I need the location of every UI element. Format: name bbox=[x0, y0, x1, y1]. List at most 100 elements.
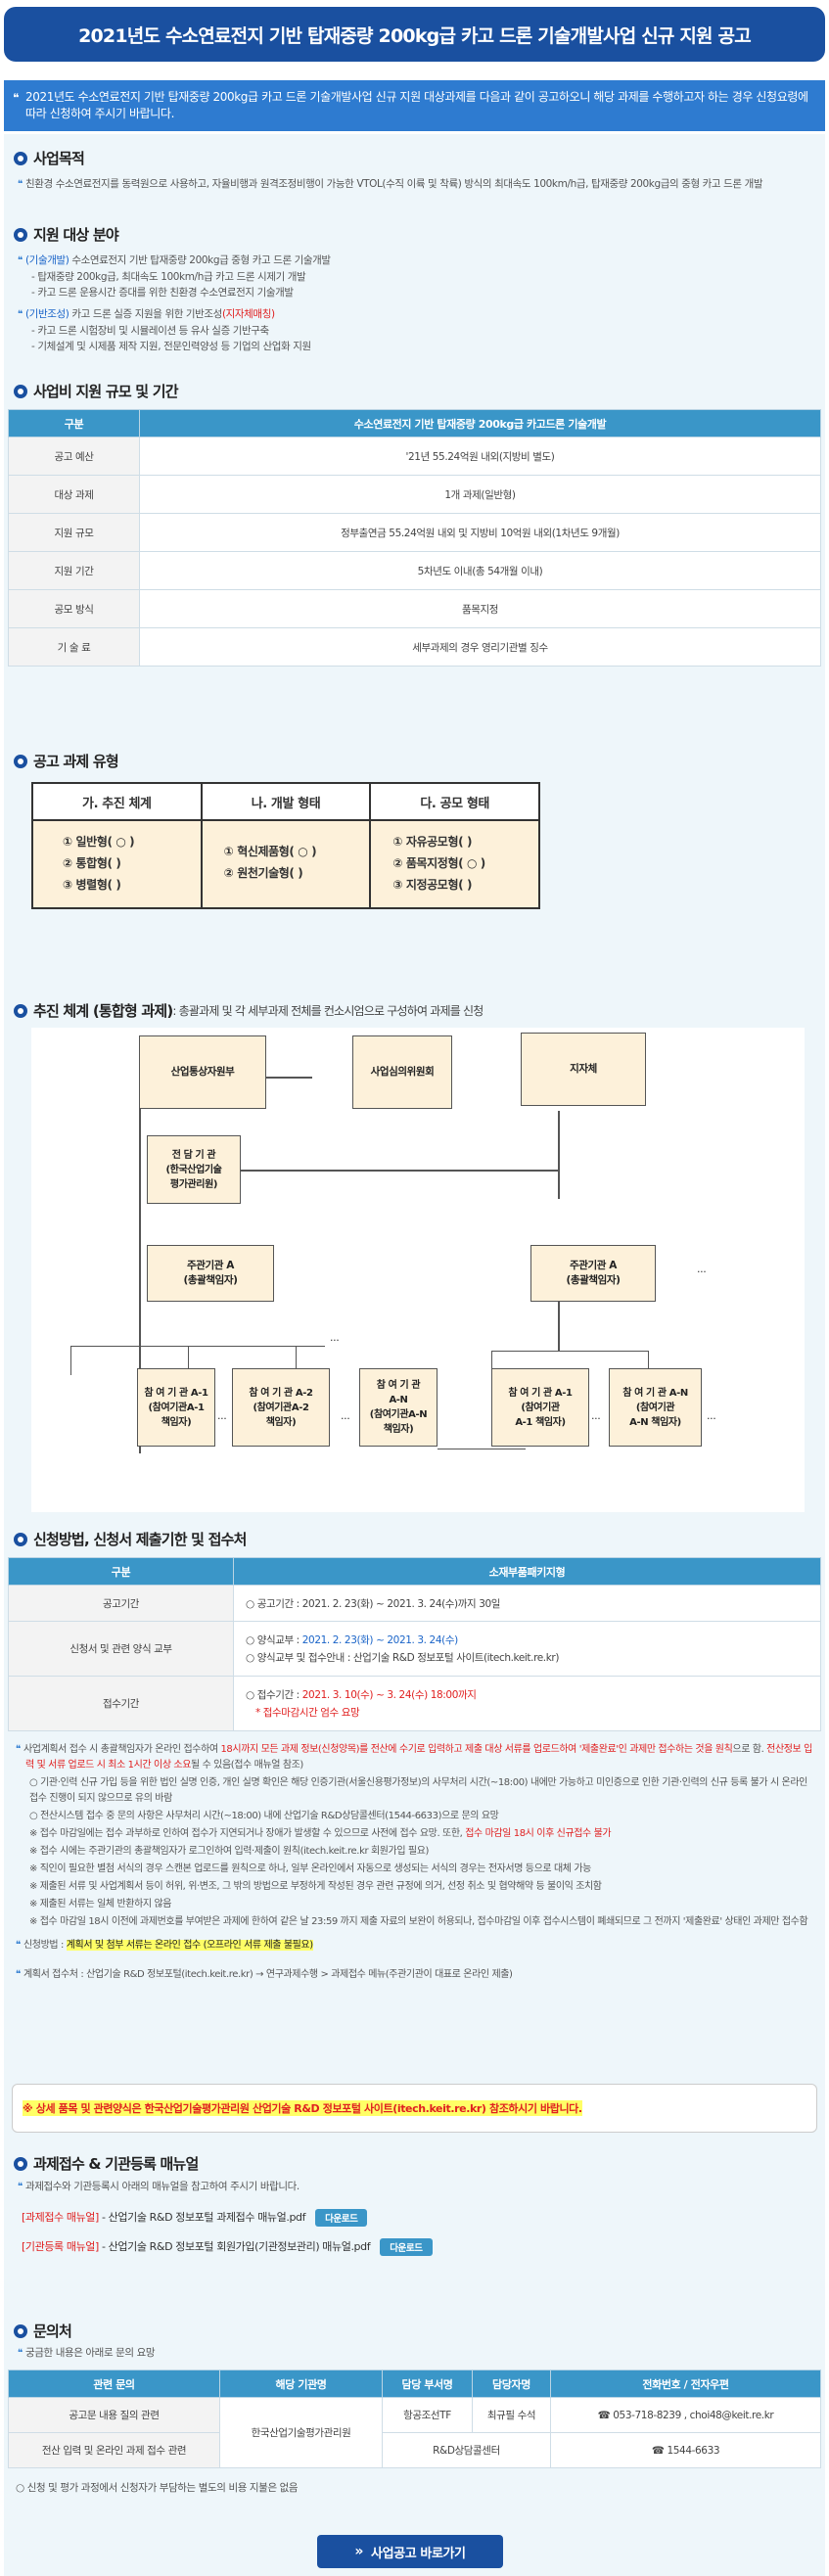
table-header-cell: 소재부품패키지형 bbox=[233, 1557, 821, 1586]
types-col-header: 가. 추진 체계 bbox=[33, 784, 201, 821]
type-option: ① 혁신제품형( ○ ) bbox=[223, 845, 317, 858]
org-chart: 산업통상자원부 사업심의위원회 지자체 전 담 기 관 (한국산업기술 평가관리… bbox=[31, 1028, 805, 1512]
connector bbox=[188, 1346, 189, 1375]
box-text: 참 여 기 관 A-1 (참여기관A-1 책임자) bbox=[144, 1387, 208, 1428]
org-part-an-2: 참 여 기 관 A-N (참여기관 A-N 책임자) bbox=[609, 1368, 702, 1447]
section-purpose: 사업목적 ❝친환경 수소연료전지를 동력원으로 사용하고, 자율비행과 원격조정… bbox=[12, 148, 817, 193]
manual-item-2: [기관등록 매뉴얼] - 산업기술 R&D 정보포털 회원가입(기관정보관리) … bbox=[12, 2238, 817, 2256]
table-cell: ○ 공고기간 : 2021. 2. 23(화) ~ 2021. 3. 24(수)… bbox=[233, 1585, 821, 1622]
target-a2: - 카고 드론 운용시간 증대를 위한 친환경 수소연료전지 기술개발 bbox=[31, 287, 294, 299]
table-row: 신청서 및 관련 양식 교부○ 양식교부 : 2021. 2. 23(화) ~ … bbox=[8, 1621, 821, 1677]
table-cell: 5차년도 이내(총 54개월 이내) bbox=[139, 551, 821, 590]
type-option: ② 원천기술형( ) bbox=[223, 866, 303, 880]
connector bbox=[139, 1219, 141, 1453]
ellipsis: ... bbox=[217, 1409, 227, 1422]
manual-text-value: 과제접수와 기관등록시 아래의 매뉴얼을 참고하여 주시기 바랍니다. bbox=[24, 2181, 299, 2192]
note-line: ※ 직인이 필요한 별첨 서식의 경우 스캔본 업로드를 원칙으로 하나, 일부… bbox=[29, 1863, 591, 1874]
download-button[interactable]: 다운로드 bbox=[315, 2209, 368, 2227]
target-b-tag: (기반조성) bbox=[24, 308, 69, 320]
connector bbox=[139, 1091, 141, 1219]
types-col-2: 나. 개발 형태 ① 혁신제품형( ○ )② 원천기술형( ) bbox=[202, 784, 372, 907]
circle-bullet-icon bbox=[14, 384, 27, 398]
target-b2: - 기체설계 및 시제품 제작 지원, 전문인력양성 등 기업의 산업화 지원 bbox=[31, 341, 311, 352]
connector bbox=[491, 1351, 648, 1352]
button-label: 사업공고 바로가기 bbox=[371, 2546, 466, 2561]
section-manual: 과제접수 & 기관등록 매뉴얼 ❝과제접수와 기관등록시 아래의 매뉴얼을 참고… bbox=[12, 2153, 817, 2256]
table-cell: 지원 기간 bbox=[8, 551, 140, 590]
connector bbox=[296, 1346, 297, 1375]
org-lead-a-2: 주관기관 A (총괄책임자) bbox=[530, 1245, 656, 1302]
manual-file: - 산업기술 R&D 정보포털 과제접수 매뉴얼.pdf bbox=[98, 2211, 306, 2224]
table-cell: 항공조선TF bbox=[382, 2397, 473, 2433]
note-text: 계획서 및 첨부 서류는 온라인 접수 (오프라인 서류 제출 불필요) bbox=[66, 1940, 313, 1951]
section-target: 지원 대상 분야 ❝(기술개발) 수소연료전지 기반 탑재중량 200kg급 중… bbox=[12, 224, 817, 354]
quote-icon: ❝ bbox=[18, 309, 23, 320]
ellipsis: ... bbox=[341, 1409, 350, 1422]
heading-text: 공고 과제 유형 bbox=[33, 753, 119, 770]
structure-desc: : 총괄과제 및 각 세부과제 전체를 컨소시엄으로 구성하여 과제를 신청 bbox=[172, 1004, 484, 1018]
box-text: 참 여 기 관 A-2 (참여기관A-2 책임자) bbox=[249, 1387, 313, 1428]
box-text: 전 담 기 관 (한국산업기술 평가관리원) bbox=[165, 1149, 222, 1190]
heading-text: 지원 대상 분야 bbox=[33, 226, 119, 244]
box-text: 참 여 기 관 A-N (참여기관A-N 책임자) bbox=[369, 1380, 428, 1435]
table-header-cell: 수소연료전지 기반 탑재중량 200kg급 카고드론 기술개발 bbox=[139, 409, 821, 437]
type-option: ③ 병렬형( ) bbox=[63, 878, 121, 892]
heading-text: 신청방법, 신청서 제출기한 및 접수처 bbox=[33, 1531, 247, 1548]
table-cell: 공고 예산 bbox=[8, 437, 140, 476]
table-row: 접수기간○ 접수기간 : 2021. 3. 10(수) ~ 3. 24(수) 1… bbox=[8, 1676, 821, 1731]
note-line: ※ 제출된 서류는 일체 반환하지 않음 bbox=[29, 1899, 172, 1909]
table-row: 공고기간○ 공고기간 : 2021. 2. 23(화) ~ 2021. 3. 2… bbox=[8, 1585, 821, 1622]
table-cell: 지원 규모 bbox=[8, 513, 140, 552]
note-text: 으로 함. bbox=[732, 1744, 767, 1755]
table-cell: R&D상담콜센터 bbox=[382, 2432, 551, 2468]
box-text: 참 여 기 관 A-N (참여기관 A-N 책임자) bbox=[622, 1387, 688, 1428]
section-types: 공고 과제 유형 가. 추진 체계 ① 일반형( ○ )② 통합형( )③ 병렬… bbox=[12, 751, 817, 909]
org-ministry: 산업통상자원부 bbox=[139, 1035, 266, 1109]
note-text: 전산정보 입력 및 서류 업로드 시 최소 1시간 이상 소요 bbox=[25, 1744, 812, 1771]
note-line: ❝신청방법 : 계획서 및 첨부 서류는 온라인 접수 (오프라인 서류 제출 … bbox=[16, 1938, 815, 1954]
page-title-text: 2021년도 수소연료전지 기반 탑재중량 200kg급 카고 드론 기술개발사… bbox=[78, 24, 752, 47]
notes-block: ❝사업계획서 접수 시 총괄책임자가 온라인 접수하여 18시까지 모든 과제 … bbox=[16, 1742, 815, 1983]
circle-bullet-icon bbox=[14, 2156, 27, 2171]
table-cell: 기 술 료 bbox=[8, 627, 140, 667]
contact-footnote: ○ 신청 및 평가 과정에서 신청자가 부담하는 별도의 비용 지불은 없음 bbox=[16, 2482, 299, 2494]
note-line: ※ 제출된 서류 및 사업계획서 등이 허위, 위·변조, 그 밖의 방법으로 … bbox=[29, 1881, 602, 1892]
table-cell: 한국산업기술평가관리원 bbox=[219, 2397, 383, 2468]
note-text: ※ 접수 마감일에는 접수 과부하로 인하여 접수가 지연되거나 장애가 발생할… bbox=[29, 1828, 466, 1839]
types-col-1: 가. 추진 체계 ① 일반형( ○ )② 통합형( )③ 병렬형( ) bbox=[33, 784, 203, 907]
table-cell: 최규필 수석 bbox=[472, 2397, 551, 2433]
type-option: ① 자유공모형( ) bbox=[392, 835, 473, 849]
note-line: ○ 기관·인력 신규 가입 등을 위한 법인 실명 인증, 개인 실명 확인은 … bbox=[29, 1777, 807, 1804]
org-part-a1-2: 참 여 기 관 A-1 (참여기관 A-1 책임자) bbox=[491, 1368, 589, 1447]
org-part-a1: 참 여 기 관 A-1 (참여기관A-1 책임자) bbox=[137, 1368, 215, 1447]
target-b1: - 카고 드론 시험장비 및 시뮬레이션 등 유사 실증 기반구축 bbox=[31, 325, 269, 337]
note-text: 될 수 있음(접수 매뉴얼 참조) bbox=[191, 1760, 303, 1771]
circle-bullet-icon bbox=[14, 2323, 27, 2338]
cell-line: ○ 양식교부 : 2021. 2. 23(화) ~ 2021. 3. 24(수) bbox=[246, 1632, 820, 1649]
note-line: ❝계획서 접수처 : 산업기술 R&D 정보포털(itech.keit.re.k… bbox=[16, 1967, 815, 1983]
connector bbox=[198, 1170, 558, 1172]
table-cell: ☎ 1544-6633 bbox=[550, 2432, 821, 2468]
download-button[interactable]: 다운로드 bbox=[380, 2238, 433, 2256]
target-a-text: 수소연료전지 기반 탑재중량 200kg급 중형 카고 드론 기술개발 bbox=[69, 254, 331, 266]
table-row: 공고 예산'21년 55.24억원 내외(지방비 별도) bbox=[8, 437, 821, 476]
target-b-text: 카고 드론 실증 지원을 위한 기반조성 bbox=[69, 308, 222, 320]
purpose-text-value: 친환경 수소연료전지를 동력원으로 사용하고, 자율비행과 원격조정비행이 가능… bbox=[24, 178, 763, 190]
value: 2021. 2. 23(화) ~ 2021. 3. 24(수) bbox=[301, 1633, 458, 1646]
type-option: ① 일반형( ○ ) bbox=[63, 835, 135, 849]
go-to-notice-button[interactable]: »사업공고 바로가기 bbox=[317, 2535, 503, 2568]
table-cell: 대상 과제 bbox=[8, 475, 140, 514]
ellipsis: ... bbox=[591, 1409, 601, 1422]
box-text: 사업심의위원회 bbox=[370, 1066, 435, 1078]
section-apply-heading: 신청방법, 신청서 제출기한 및 접수처 bbox=[8, 1529, 821, 1549]
circle-bullet-icon bbox=[14, 227, 27, 242]
notice-text: ※ 상세 품목 및 관련양식은 한국산업기술평가관리원 산업기술 R&D 정보포… bbox=[23, 2100, 582, 2116]
